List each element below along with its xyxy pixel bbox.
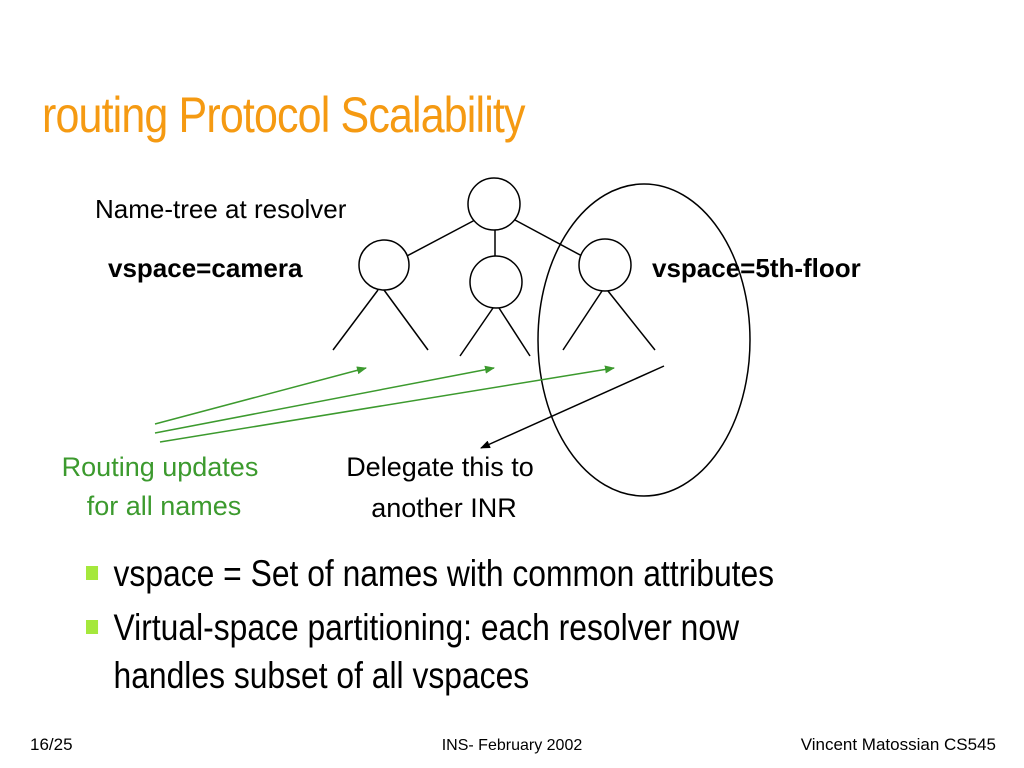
- vspace-camera-label: vspace=camera: [108, 253, 303, 283]
- vspace-5th-floor-label: vspace=5th-floor: [652, 253, 861, 283]
- subtree-lines: [332, 289, 656, 357]
- root-node: [467, 177, 521, 231]
- delegate-label: Delegate this to: [346, 452, 534, 482]
- delegate-arrow: [480, 365, 665, 449]
- camera-node: [358, 239, 410, 291]
- bullet-list: vspace = Set of names with common attrib…: [86, 550, 966, 706]
- bullet-item: vspace = Set of names with common attrib…: [86, 550, 974, 598]
- fifth-floor-node: [578, 238, 632, 292]
- slide-title: routing Protocol Scalability: [42, 87, 525, 143]
- bullet-item: Virtual-space partitioning: each resolve…: [86, 604, 974, 700]
- routing-updates-label: Routing updates: [62, 452, 259, 482]
- page-number: 16/25: [30, 735, 73, 754]
- bullet-text: vspace = Set of names with common attrib…: [113, 553, 775, 594]
- footer-date: INS- February 2002: [441, 737, 583, 754]
- delegate-label-line2: another INR: [371, 493, 517, 523]
- middle-node: [469, 255, 523, 309]
- routing-updates-label-line2: for all names: [87, 491, 242, 521]
- tree-label: Name-tree at resolver: [95, 194, 347, 224]
- routing-update-arrows: [154, 365, 615, 443]
- tree-edges: [404, 219, 583, 258]
- square-bullet-icon: [86, 566, 99, 580]
- footer-author: Vincent Matossian CS545: [800, 735, 996, 754]
- square-bullet-icon: [86, 620, 99, 634]
- delegation-ellipse: [537, 183, 751, 497]
- bullet-text: Virtual-space partitioning: each resolve…: [113, 607, 740, 696]
